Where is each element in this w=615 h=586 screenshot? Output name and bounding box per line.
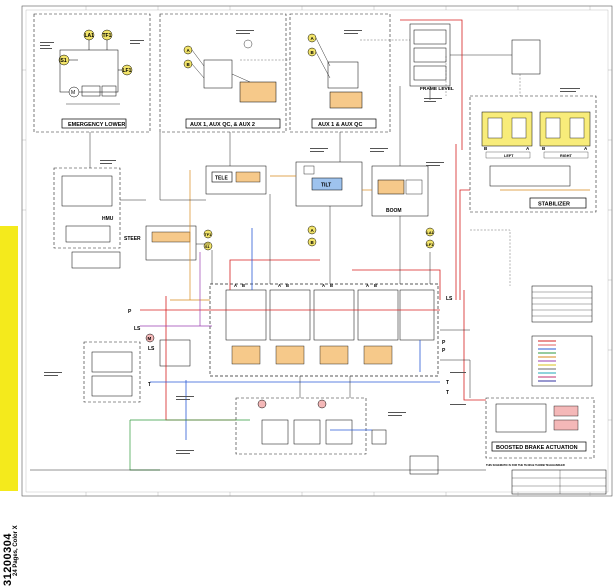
tele-label: TELE bbox=[215, 176, 228, 182]
svg-text:LA1: LA1 bbox=[427, 231, 434, 235]
boosted-brake-title: BOOSTED BRAKE ACTUATION bbox=[496, 445, 578, 451]
svg-text:A: A bbox=[366, 283, 369, 288]
pilot-lines bbox=[170, 170, 590, 301]
black-lines bbox=[30, 86, 486, 471]
annotation-marks bbox=[40, 30, 580, 454]
stabilizer-title: STABILIZER bbox=[538, 202, 570, 208]
steer-cylinder: STEER bbox=[124, 225, 197, 261]
emergency-lower-title: EMERGENCY LOWER bbox=[68, 122, 125, 128]
aux-panel-1: A B AUX 1, AUX QC, & AUX 2 bbox=[159, 13, 287, 133]
svg-text:A: A bbox=[322, 283, 325, 288]
svg-text:T: T bbox=[446, 380, 449, 386]
svg-text:P: P bbox=[442, 348, 446, 354]
svg-text:LS: LS bbox=[148, 346, 155, 352]
svg-text:M: M bbox=[148, 336, 152, 341]
pressure-lines bbox=[140, 19, 486, 421]
schematic-note: THIS SCHEMATIC IS FOR THE TH406-B TH408B… bbox=[486, 463, 565, 467]
legend-block bbox=[531, 285, 593, 387]
svg-text:A: A bbox=[311, 36, 315, 41]
port-la1-label: LA1 bbox=[85, 33, 95, 39]
svg-text:B: B bbox=[311, 240, 315, 245]
port-s1-label: S1 bbox=[61, 58, 67, 64]
ls-lines bbox=[140, 252, 212, 327]
svg-text:P: P bbox=[128, 309, 132, 315]
svg-text:A: A bbox=[584, 146, 588, 151]
valve-top-ports: A B bbox=[307, 225, 317, 247]
main-valve-bank: A B A B A B A B LS P P T T bbox=[209, 283, 453, 396]
frame-level-label: FRAME LEVEL bbox=[420, 86, 454, 92]
boom-cylinder: BOOM bbox=[371, 165, 429, 217]
svg-text:A: A bbox=[278, 283, 281, 288]
tele-ports: TF1 S1 bbox=[203, 229, 213, 251]
emergency-lower-panel: LA1 TF1 S1 LF1 M EMERGENCY LOWER bbox=[33, 13, 151, 133]
svg-text:T: T bbox=[446, 390, 449, 396]
aux-panel-2-title: AUX 1 & AUX QC bbox=[318, 122, 362, 128]
boosted-brake-panel: BOOSTED BRAKE ACTUATION bbox=[485, 397, 595, 459]
hydraulic-schematic: LA1 TF1 S1 LF1 M EMERGENCY LOWER A B AUX… bbox=[21, 5, 613, 497]
left-manifold-labels: P LS LS T M bbox=[128, 309, 155, 388]
drain-lines bbox=[129, 419, 250, 471]
svg-text:LF1: LF1 bbox=[427, 243, 434, 247]
boom-ports: LA1 LF1 bbox=[425, 227, 435, 249]
motor-label: M bbox=[71, 90, 75, 96]
tank-lines bbox=[150, 228, 440, 440]
aux-panel-2: A B AUX 1 & AUX QC bbox=[289, 13, 391, 133]
hmu-label: HMU bbox=[102, 216, 114, 222]
svg-text:S1: S1 bbox=[205, 245, 210, 249]
boom-label: BOOM bbox=[386, 208, 402, 214]
svg-text:B: B bbox=[542, 146, 546, 151]
svg-text:A: A bbox=[234, 283, 237, 288]
aux-panel-1-title: AUX 1, AUX QC, & AUX 2 bbox=[190, 122, 255, 128]
svg-text:LS: LS bbox=[446, 296, 453, 302]
drawing-inner-border bbox=[25, 9, 609, 493]
port-tf1-label: TF1 bbox=[103, 33, 112, 39]
port-lf1-label: LF1 bbox=[123, 68, 132, 74]
document-tab: 31200304 24 Pages, Color X bbox=[0, 226, 19, 586]
border-grid-marks bbox=[22, 6, 612, 496]
svg-text:B: B bbox=[242, 283, 245, 288]
svg-text:P: P bbox=[442, 340, 446, 346]
hmu-panel: HMU bbox=[53, 167, 121, 269]
svg-text:B: B bbox=[484, 146, 488, 151]
svg-text:A: A bbox=[311, 228, 315, 233]
tilt-cylinder: TILT bbox=[295, 161, 363, 207]
svg-text:TF1: TF1 bbox=[205, 233, 212, 237]
title-block bbox=[511, 469, 607, 495]
lower-pump-block bbox=[235, 397, 439, 475]
svg-text:LS: LS bbox=[134, 326, 141, 332]
tilt-label: TILT bbox=[321, 183, 331, 189]
svg-text:B: B bbox=[286, 283, 289, 288]
svg-text:T: T bbox=[148, 382, 151, 388]
svg-text:B: B bbox=[330, 283, 333, 288]
svg-text:B: B bbox=[311, 50, 315, 55]
frame-level-panel: FRAME LEVEL bbox=[409, 23, 541, 100]
pump-assembly bbox=[83, 339, 191, 403]
tele-cylinder: TELE bbox=[205, 165, 267, 195]
steer-label: STEER bbox=[124, 236, 141, 242]
svg-text:A: A bbox=[187, 48, 191, 53]
svg-text:B: B bbox=[374, 283, 377, 288]
document-pages: 24 Pages, Color X bbox=[13, 525, 19, 576]
drawing-border bbox=[21, 5, 613, 497]
dashed-pilot-lines bbox=[240, 39, 521, 286]
svg-text:A: A bbox=[526, 146, 530, 151]
svg-text:B: B bbox=[187, 62, 191, 67]
stabilizer-panel: B A B A LEFT RIGHT STABILIZER bbox=[469, 95, 597, 213]
stabilizer-left-label: LEFT bbox=[504, 154, 514, 158]
emergency-motor-symbol bbox=[68, 86, 80, 98]
stabilizer-right-label: RIGHT bbox=[560, 154, 572, 158]
